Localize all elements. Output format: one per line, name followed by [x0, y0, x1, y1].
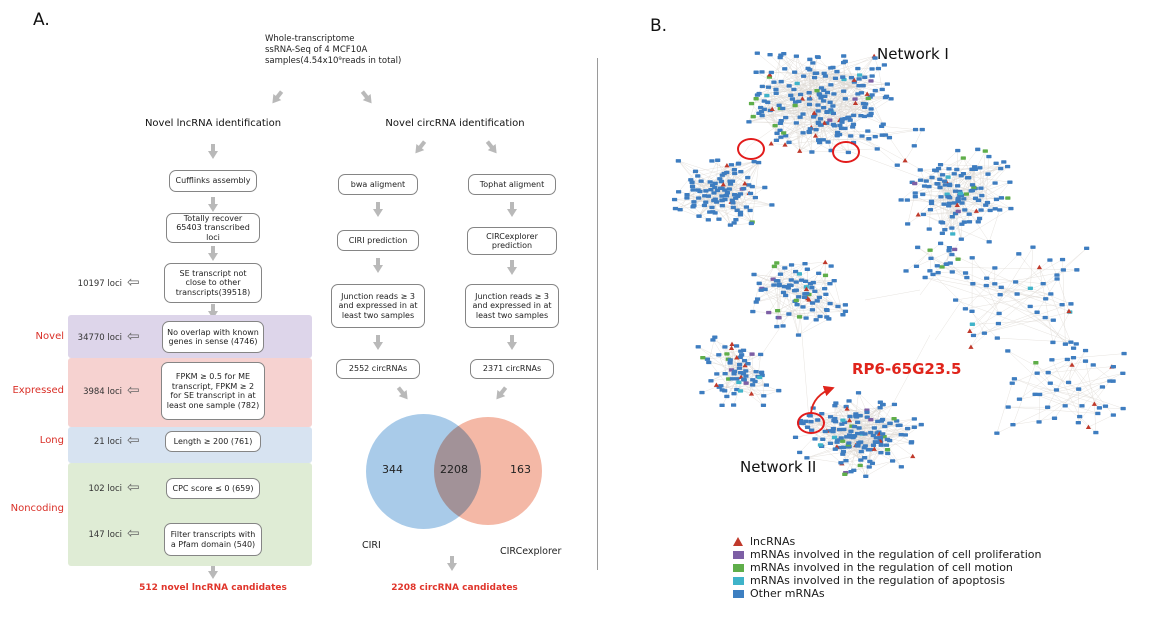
header-line-3: samples(4.54x10⁹reads in total) [265, 56, 402, 66]
flow-box-junction-left: Junction reads ≥ 3 and expressed in at l… [331, 284, 425, 328]
circrna-branch-title: Novel circRNA identification [385, 118, 525, 129]
flow-box-length: Length ≥ 200 (761) [165, 431, 261, 452]
arrow-left-icon: ⇦ [127, 431, 140, 449]
arrow-left-icon: ⇦ [127, 381, 140, 399]
panel-a-label: A. [33, 10, 50, 30]
stage-label-noncoding: Noncoding [10, 503, 64, 514]
lncrna-triangle-icon [733, 537, 743, 546]
panel-divider [597, 58, 598, 570]
venn-right-label: CIRCexplorer [500, 546, 562, 557]
loci-count: 21 loci [93, 437, 122, 447]
flow-box-no-overlap: No overlap with known genes in sense (47… [162, 321, 264, 353]
flow-box-cufflinks: Cufflinks assembly [169, 170, 257, 192]
flow-box-tophat: Tophat aligment [468, 174, 556, 195]
highlight-circle [797, 412, 825, 434]
mrna-square-icon [733, 563, 744, 572]
flow-box-circrna-count-right: 2371 circRNAs [470, 359, 554, 379]
legend-label: mRNAs involved in the regulation of cell… [750, 548, 1042, 561]
arrow-left-icon: ⇦ [127, 327, 140, 345]
flow-box-fpkm: FPKM ≥ 0.5 for ME transcript, FPKM ≥ 2 f… [161, 362, 265, 420]
loci-count: 10197 loci [77, 279, 122, 289]
stage-label-expressed: Expressed [12, 385, 64, 396]
network-graph [671, 51, 1127, 478]
flow-box-circexplorer-prediction: CIRCexplorer prediction [467, 227, 557, 255]
arrow-down-icon [447, 556, 457, 571]
legend-label: mRNAs involved in the regulation of cell… [750, 561, 1013, 574]
venn-overlap-value: 2208 [440, 463, 468, 476]
legend-label: Other mRNAs [750, 587, 825, 600]
mrna-square-icon [733, 576, 744, 585]
arrow-down-left-icon [411, 139, 428, 157]
header-line-2: ssRNA-Seq of 4 MCF10A [265, 45, 368, 55]
flow-box-se-transcript: SE transcript not close to other transcr… [164, 263, 262, 303]
arrow-down-icon [208, 564, 218, 579]
arrow-down-left-icon [268, 89, 285, 107]
mrna-square-icon [733, 550, 744, 559]
header-text: Whole-transcriptome ssRNA-Seq of 4 MCF10… [265, 34, 405, 67]
gene-label: RP6-65G23.5 [852, 360, 962, 378]
arrow-down-right-icon [358, 89, 375, 107]
stage-label-long: Long [39, 435, 64, 446]
legend-item: lncRNAs [733, 536, 1041, 547]
arrow-down-icon [373, 202, 383, 217]
lncrna-branch-title: Novel lncRNA identification [144, 118, 282, 129]
legend-label: lncRNAs [750, 535, 796, 548]
arrow-down-icon [373, 258, 383, 273]
arrow-down-left-icon [492, 385, 509, 403]
panel-b-label: B. [650, 16, 668, 36]
network2-label: Network II [740, 458, 817, 476]
flow-box-junction-right: Junction reads ≥ 3 and expressed in at l… [465, 284, 559, 328]
arrow-down-icon [208, 246, 218, 261]
network1-label: Network I [877, 45, 949, 63]
flow-box-circrna-count-left: 2552 circRNAs [336, 359, 420, 379]
arrow-left-icon: ⇦ [127, 524, 140, 542]
flow-box-ciri-prediction: CIRI prediction [337, 230, 419, 251]
venn-circle-circexplorer [434, 417, 542, 525]
venn-right-value: 163 [510, 463, 531, 476]
highlight-circle [737, 138, 765, 160]
loci-count: 147 loci [88, 530, 122, 540]
legend-label: mRNAs involved in the regulation of apop… [750, 574, 1005, 587]
arrow-down-icon [507, 202, 517, 217]
flow-box-recover-loci: Totally recover 65403 transcribed loci [166, 213, 260, 243]
gene-annotation-arrow [810, 385, 835, 414]
flow-box-cpc-score: CPC score ≤ 0 (659) [166, 478, 260, 499]
mrna-square-icon [733, 589, 744, 598]
legend-item: Other mRNAs [733, 588, 1041, 599]
venn-left-label: CIRI [362, 540, 381, 551]
arrow-left-icon: ⇦ [127, 273, 140, 291]
loci-count: 3984 loci [83, 387, 122, 397]
lncrna-footer: 512 novel lncRNA candidates [139, 583, 287, 593]
legend-item: mRNAs involved in the regulation of cell… [733, 562, 1041, 573]
venn-left-value: 344 [382, 463, 403, 476]
circrna-footer: 2208 circRNA candidates [391, 583, 518, 593]
legend-item: mRNAs involved in the regulation of cell… [733, 549, 1041, 560]
arrow-down-icon [373, 335, 383, 350]
arrow-down-icon [208, 197, 218, 212]
arrow-down-right-icon [394, 385, 411, 403]
highlight-circle [832, 141, 860, 163]
legend-item: mRNAs involved in the regulation of apop… [733, 575, 1041, 586]
loci-count: 102 loci [88, 484, 122, 494]
loci-count: 34770 loci [77, 333, 122, 343]
stage-label-novel: Novel [35, 331, 64, 342]
arrow-down-right-icon [483, 139, 500, 157]
network-edges [674, 53, 1125, 477]
arrow-left-icon: ⇦ [127, 478, 140, 496]
flow-box-bwa: bwa aligment [338, 174, 418, 195]
header-line-1: Whole-transcriptome [265, 34, 355, 44]
arrow-down-icon [507, 335, 517, 350]
network-nodes [671, 51, 1127, 478]
arrow-down-icon [208, 144, 218, 159]
arrow-down-icon [507, 260, 517, 275]
flow-box-pfam: Filter transcripts with a Pfam domain (5… [164, 523, 262, 556]
